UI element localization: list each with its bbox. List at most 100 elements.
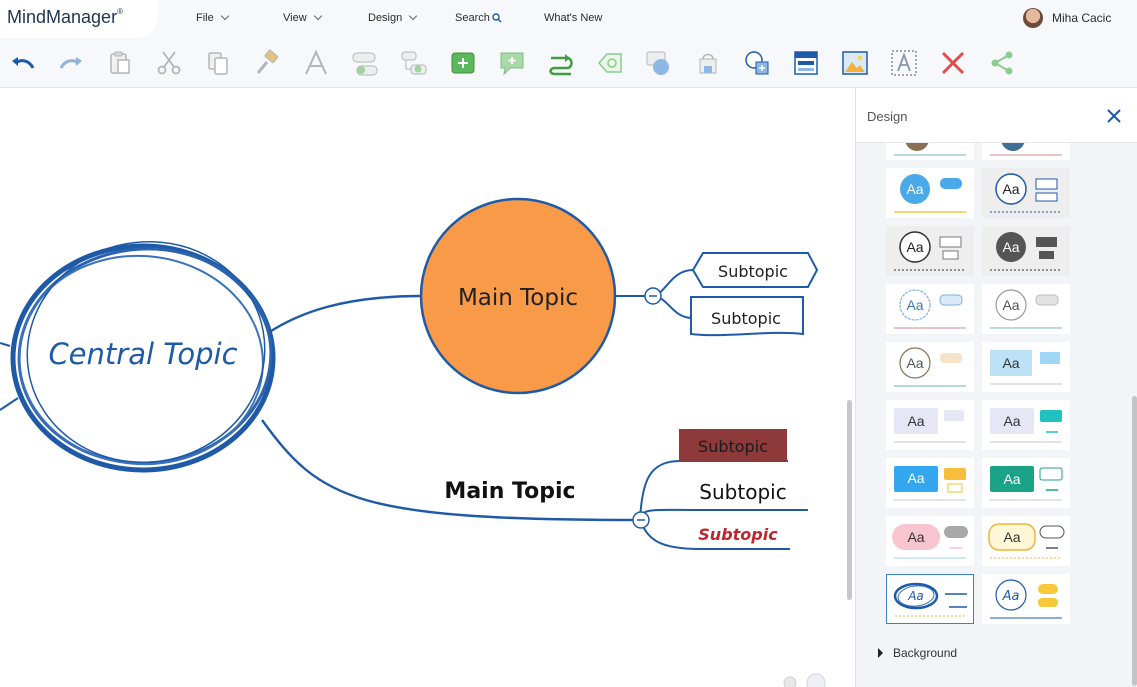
add-subtopic-button[interactable]	[400, 49, 428, 77]
svg-text:Aa: Aa	[1002, 239, 1019, 255]
background-section-toggle[interactable]: Background	[878, 646, 957, 660]
panel-scrollbar[interactable]	[1132, 396, 1137, 686]
font-button[interactable]	[302, 49, 330, 77]
theme-thumbnail[interactable]: Aa	[886, 168, 974, 218]
add-callout-icon	[451, 52, 475, 74]
add-boundary-button[interactable]	[645, 49, 673, 77]
svg-text:Aa: Aa	[906, 181, 923, 197]
theme-thumbnail[interactable]: Aa	[886, 516, 974, 566]
canvas-scrollbar[interactable]	[847, 400, 852, 600]
theme-thumbnail[interactable]: Aa	[982, 284, 1070, 334]
format-painter-button[interactable]	[253, 49, 281, 77]
copy-button[interactable]	[204, 49, 232, 77]
menu-search[interactable]: Search	[455, 12, 502, 24]
subtopic-upper-1[interactable]: Subtopic	[691, 252, 819, 288]
add-comment-button[interactable]	[498, 49, 526, 77]
menu-whats-new-label: What's New	[544, 12, 603, 24]
subtopic-lower-2[interactable]: Subtopic	[699, 480, 786, 504]
insert-image-icon	[842, 51, 868, 75]
cut-button[interactable]	[155, 49, 183, 77]
close-icon[interactable]	[1104, 106, 1124, 126]
bucket-fill-icon	[699, 53, 717, 74]
redo-icon	[59, 57, 82, 69]
svg-text:Aa: Aa	[907, 413, 924, 429]
add-relationship-button[interactable]	[547, 49, 575, 77]
central-topic-label: Central Topic	[48, 337, 237, 371]
font-icon	[305, 49, 327, 75]
add-topic-button[interactable]	[351, 49, 379, 77]
zoom-controls[interactable]	[783, 673, 826, 687]
caret-right-icon	[878, 648, 883, 658]
theme-thumbnail[interactable]: Aa	[886, 400, 974, 450]
text-box-button[interactable]	[890, 49, 918, 77]
redo-button[interactable]	[57, 49, 85, 77]
menu-bar: MindManager® File View Design Search Wha…	[0, 0, 1137, 38]
share-button[interactable]	[988, 49, 1016, 77]
delete-button[interactable]	[939, 49, 967, 77]
subtopic-lower-3[interactable]: Subtopic	[698, 525, 778, 544]
subtopic-upper-2-label: Subtopic	[711, 309, 781, 328]
theme-thumbnail[interactable]: Aa	[982, 342, 1070, 392]
paste-button[interactable]	[106, 49, 134, 77]
cut-icon	[157, 51, 181, 75]
design-panel-header: Design	[856, 88, 1137, 143]
theme-thumbnail[interactable]: Aa	[886, 226, 974, 276]
user-name: Miha Cacic	[1052, 11, 1112, 25]
user-menu[interactable]: Miha Cacic	[1023, 8, 1111, 28]
central-topic[interactable]: Central Topic	[10, 223, 283, 481]
subtopic-upper-2[interactable]: Subtopic	[690, 296, 804, 337]
insert-table-button[interactable]	[792, 49, 820, 77]
theme-thumbnail[interactable]: Aa	[886, 342, 974, 392]
delete-icon	[941, 51, 965, 75]
insert-table-icon	[794, 51, 818, 75]
design-panel: Design Aa Aa Aa Aa Aa Aa	[855, 88, 1137, 687]
chevron-down-icon	[409, 11, 418, 21]
undo-button[interactable]	[9, 49, 37, 77]
menu-whats-new[interactable]: What's New	[544, 12, 602, 24]
svg-text:Aa: Aa	[1003, 471, 1020, 487]
svg-text:Aa: Aa	[1003, 413, 1020, 429]
theme-thumbnail[interactable]: Aa	[886, 458, 974, 508]
paste-icon	[110, 51, 130, 74]
connector-edge-left-lower	[0, 397, 19, 411]
insert-image-button[interactable]	[841, 49, 869, 77]
add-tag-button[interactable]	[596, 49, 624, 77]
theme-thumbnail[interactable]: Aa	[886, 284, 974, 334]
bucket-fill-button[interactable]	[694, 49, 722, 77]
insert-shape-icon	[745, 51, 769, 75]
svg-text:Aa: Aa	[906, 297, 923, 313]
text-box-icon	[891, 50, 917, 76]
theme-thumbnail[interactable]: Aa	[982, 168, 1070, 218]
theme-thumbnail[interactable]: Aa	[982, 574, 1070, 624]
app-logo[interactable]: MindManager®	[7, 7, 123, 28]
menu-design[interactable]: Design	[368, 11, 418, 24]
theme-thumbnail[interactable]: Aa	[982, 400, 1070, 450]
theme-thumbnail[interactable]: Aa	[982, 458, 1070, 508]
menu-file[interactable]: File	[196, 11, 229, 24]
theme-thumbnail[interactable]: Aa	[982, 516, 1070, 566]
menu-view[interactable]: View	[283, 11, 322, 24]
connector-edge-left-upper	[0, 342, 11, 347]
svg-text:Aa: Aa	[1002, 297, 1019, 313]
theme-thumbnail[interactable]	[982, 127, 1070, 160]
svg-text:Aa: Aa	[907, 470, 924, 486]
subtopic-upper-1-label: Subtopic	[718, 262, 788, 281]
share-icon	[991, 51, 1013, 75]
map-canvas[interactable]: Central Topic Main Topic Subtopic Subtop…	[0, 88, 855, 687]
theme-thumbnail[interactable]: Aa	[982, 226, 1070, 276]
add-callout-button[interactable]	[449, 49, 477, 77]
theme-thumbnail-selected[interactable]: Aa	[886, 574, 974, 624]
insert-shape-button[interactable]	[743, 49, 771, 77]
menu-file-label: File	[196, 12, 214, 24]
connector-central-to-main-lower	[261, 419, 641, 522]
add-tag-icon	[597, 53, 622, 73]
add-boundary-icon	[646, 51, 669, 75]
svg-text:Aa: Aa	[1003, 529, 1020, 545]
main-topic-upper[interactable]: Main Topic	[419, 197, 617, 395]
main-topic-upper-label: Main Topic	[458, 285, 578, 311]
add-topic-icon	[352, 52, 378, 76]
svg-text:Aa: Aa	[1002, 589, 1020, 604]
main-topic-lower[interactable]: Main Topic	[444, 479, 575, 504]
theme-thumbnail[interactable]	[886, 127, 974, 160]
subtopic-lower-1[interactable]: Subtopic	[679, 429, 787, 461]
